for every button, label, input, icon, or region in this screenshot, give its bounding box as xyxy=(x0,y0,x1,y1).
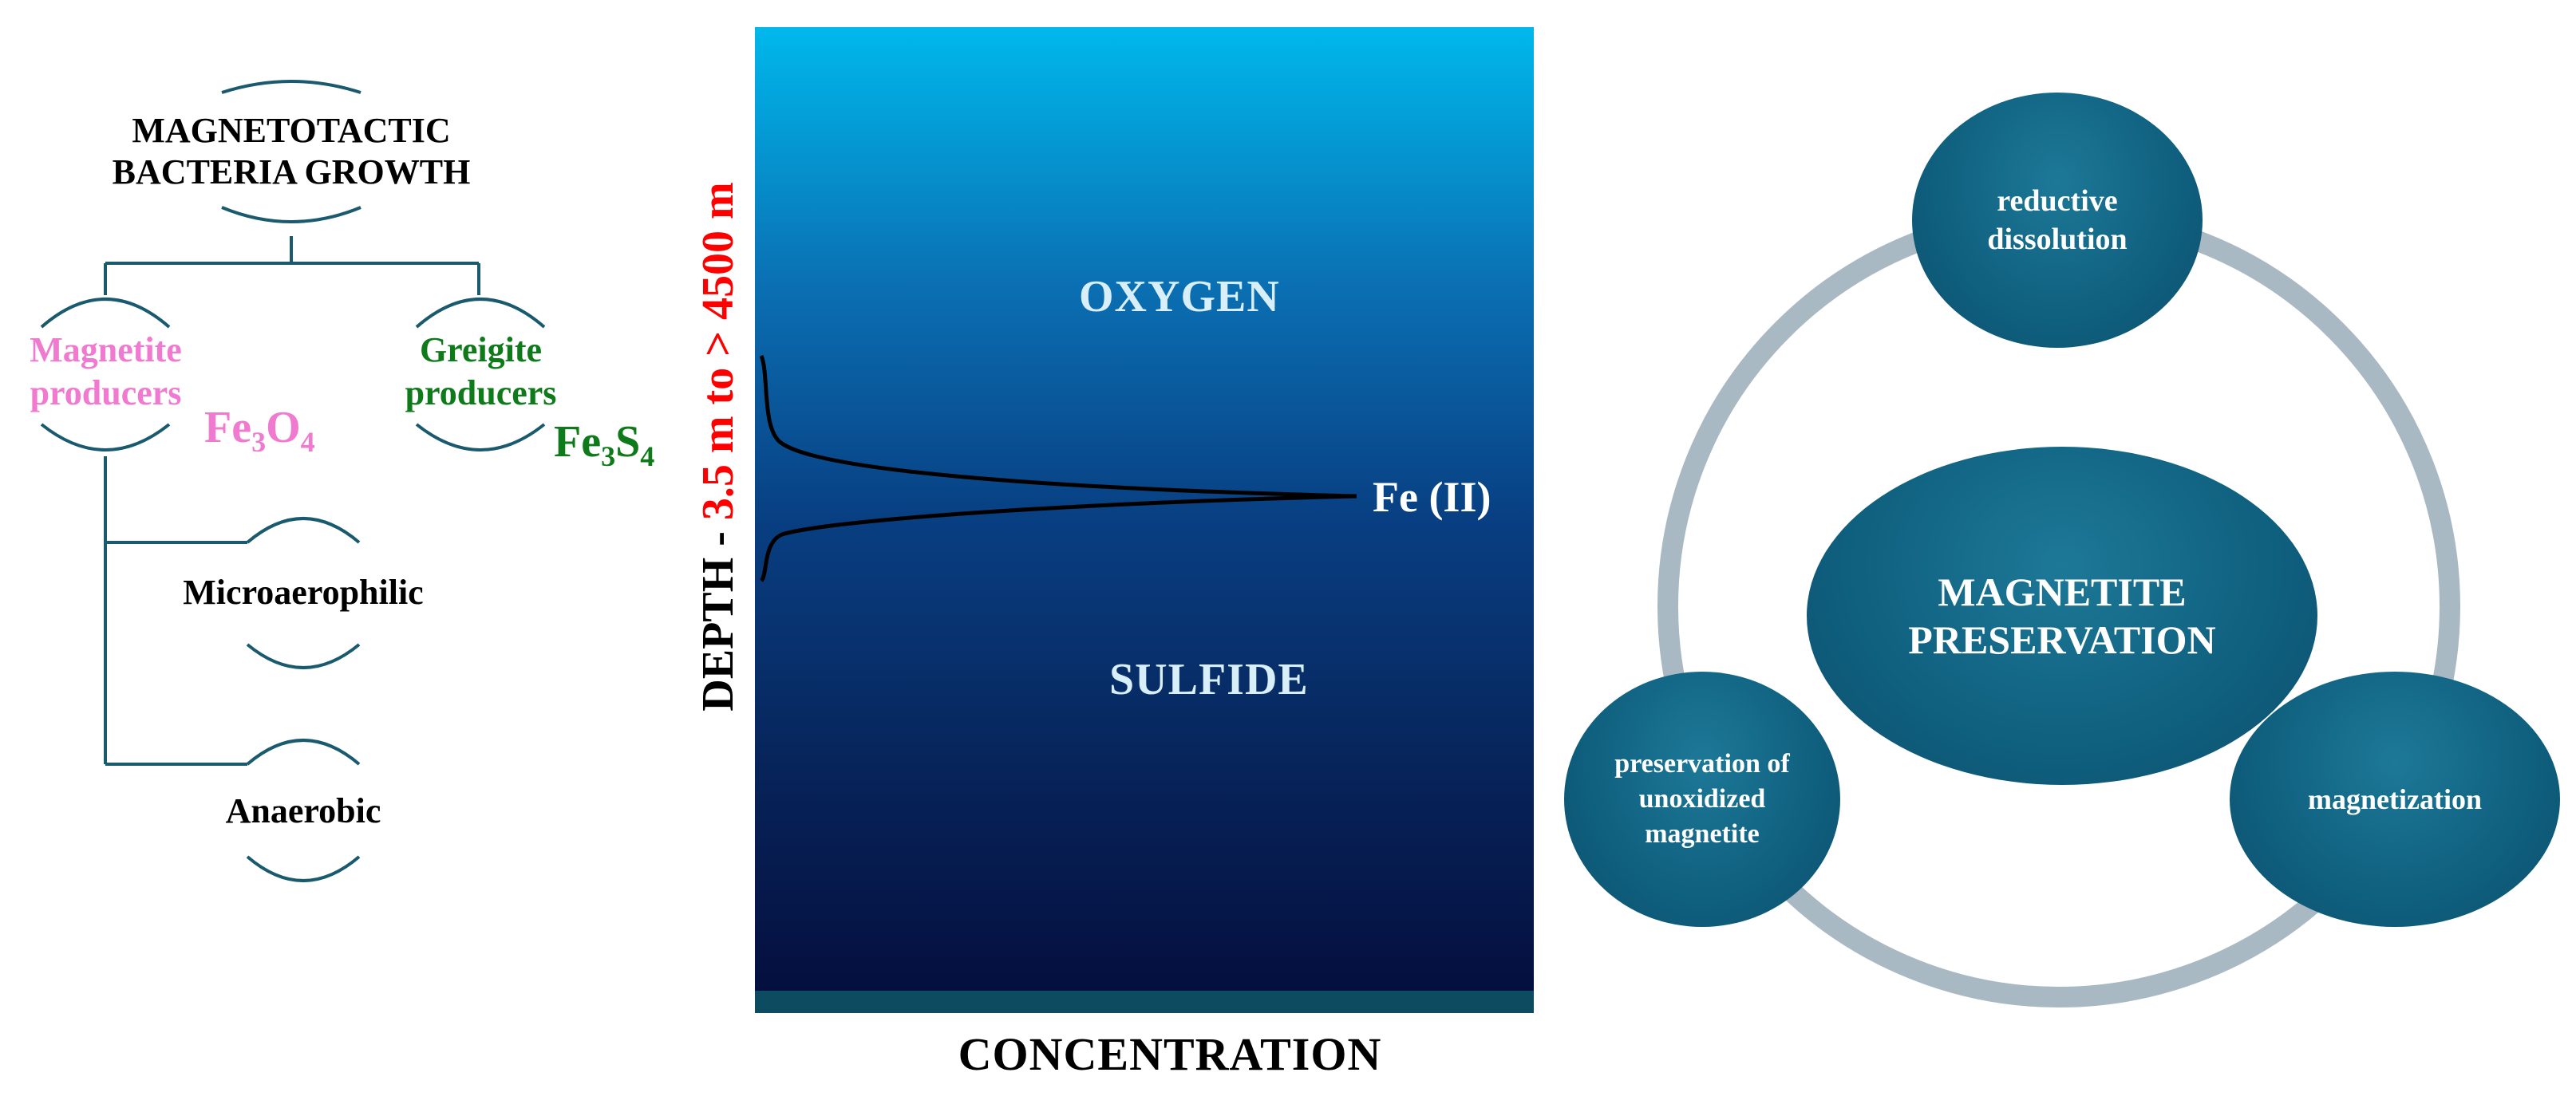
anaerobic-label: Anaerobic xyxy=(225,791,381,830)
greigite-arc-bottom xyxy=(415,423,546,451)
greigite-formula: Fe3S4 xyxy=(554,417,655,473)
fe-concentration-curve-lower xyxy=(759,494,1357,582)
greigite-producers-label: Greigite producers xyxy=(375,329,587,415)
magnetite-formula: Fe3O4 xyxy=(204,403,315,459)
greigite-arc-top xyxy=(415,298,546,329)
top-line1: reductive xyxy=(1997,184,2118,218)
tree-title-line2: BACTERIA GROWTH xyxy=(112,152,471,191)
magnetite-arc-bottom xyxy=(40,423,171,451)
center-line2: PRESERVATION xyxy=(1908,617,2216,662)
top-line2: dissolution xyxy=(1987,223,2128,256)
left-bubble: preservation of unoxidized magnetite xyxy=(1564,672,1840,927)
micro-arc-top xyxy=(246,517,361,544)
oxygen-label: OXYGEN xyxy=(1079,272,1280,321)
fe-concentration-curve xyxy=(759,355,1357,499)
title-arc-top xyxy=(221,80,362,94)
right-bubble: magnetization xyxy=(2230,672,2560,927)
magnetite-line1: Magnetite xyxy=(30,330,182,369)
greigite-line2: producers xyxy=(405,373,557,412)
sediment-base xyxy=(755,991,1534,1013)
left-line3: magnetite xyxy=(1645,819,1760,849)
micro-arc-bottom xyxy=(246,643,361,669)
left-line1: preservation of xyxy=(1614,749,1790,779)
left-line2: unoxidized xyxy=(1638,784,1766,814)
title-arc-bottom xyxy=(221,206,362,223)
center-line1: MAGNETITE xyxy=(1938,570,2187,614)
magnetite-producers-label: Magnetite producers xyxy=(0,329,211,415)
microaerophilic-label: Microaerophilic xyxy=(183,573,424,612)
fe-ii-label: Fe (II) xyxy=(1373,473,1491,521)
anaerobic-arc-top xyxy=(246,739,361,766)
tree-title-line1: MAGNETOTACTIC xyxy=(132,111,451,150)
sulfide-label: SULFIDE xyxy=(1109,655,1309,704)
magnetite-arc-top xyxy=(40,298,171,329)
anaerobic-arc-bottom xyxy=(246,855,361,882)
center-bubble: MAGNETITE PRESERVATION xyxy=(1807,447,2317,785)
concentration-axis-label: CONCENTRATION xyxy=(958,1028,1382,1080)
magnetite-line2: producers xyxy=(30,373,182,412)
greigite-line1: Greigite xyxy=(419,330,543,369)
right-label: magnetization xyxy=(2308,783,2482,815)
tree-title: MAGNETOTACTIC BACTERIA GROWTH xyxy=(56,110,527,193)
top-bubble: reductive dissolution xyxy=(1912,93,2203,348)
